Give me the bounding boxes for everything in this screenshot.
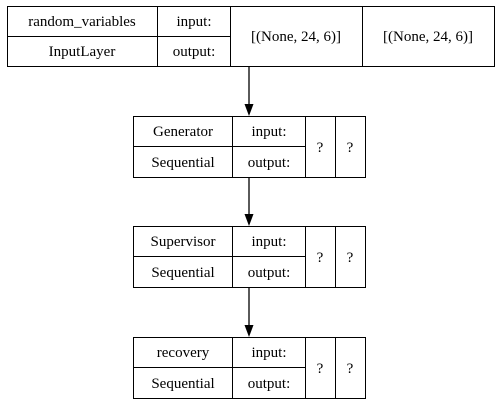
- node-input-shape: ?: [317, 140, 324, 156]
- node-layer-class: Sequential: [151, 155, 214, 171]
- node-random-variables: random_variables InputLayer input: outpu…: [7, 6, 495, 67]
- edge-arrow: [244, 67, 254, 116]
- node-name: Generator: [153, 124, 213, 140]
- node-input-shape: ?: [317, 250, 324, 266]
- node-output-shape: ?: [347, 250, 354, 266]
- edge-arrow: [244, 178, 254, 226]
- node-output-label: output:: [248, 265, 291, 281]
- node-recovery: recovery Sequential input: output: ? ?: [133, 337, 366, 399]
- node-input-shape: [(None, 24, 6)]: [251, 29, 341, 45]
- node-input-label: input:: [176, 14, 211, 30]
- node-name: recovery: [157, 345, 210, 361]
- arrow-head-icon: [244, 325, 254, 337]
- node-name: Supervisor: [151, 234, 216, 250]
- node-input-label: input:: [251, 345, 286, 361]
- arrow-head-icon: [244, 214, 254, 226]
- node-output-label: output:: [173, 44, 216, 60]
- node-layer-class: Sequential: [151, 376, 214, 392]
- node-output-shape: ?: [347, 361, 354, 377]
- node-input-label: input:: [251, 124, 286, 140]
- arrow-head-icon: [244, 104, 254, 116]
- node-input-shape: ?: [317, 361, 324, 377]
- node-input-label: input:: [251, 234, 286, 250]
- node-layer-class: Sequential: [151, 265, 214, 281]
- node-name: random_variables: [28, 14, 136, 30]
- node-output-shape: ?: [347, 140, 354, 156]
- node-generator: Generator Sequential input: output: ? ?: [133, 116, 366, 178]
- node-output-label: output:: [248, 155, 291, 171]
- node-output-shape: [(None, 24, 6)]: [383, 29, 473, 45]
- node-output-label: output:: [248, 376, 291, 392]
- edge-arrow: [244, 288, 254, 337]
- node-supervisor: Supervisor Sequential input: output: ? ?: [133, 226, 366, 288]
- node-layer-class: InputLayer: [49, 44, 116, 60]
